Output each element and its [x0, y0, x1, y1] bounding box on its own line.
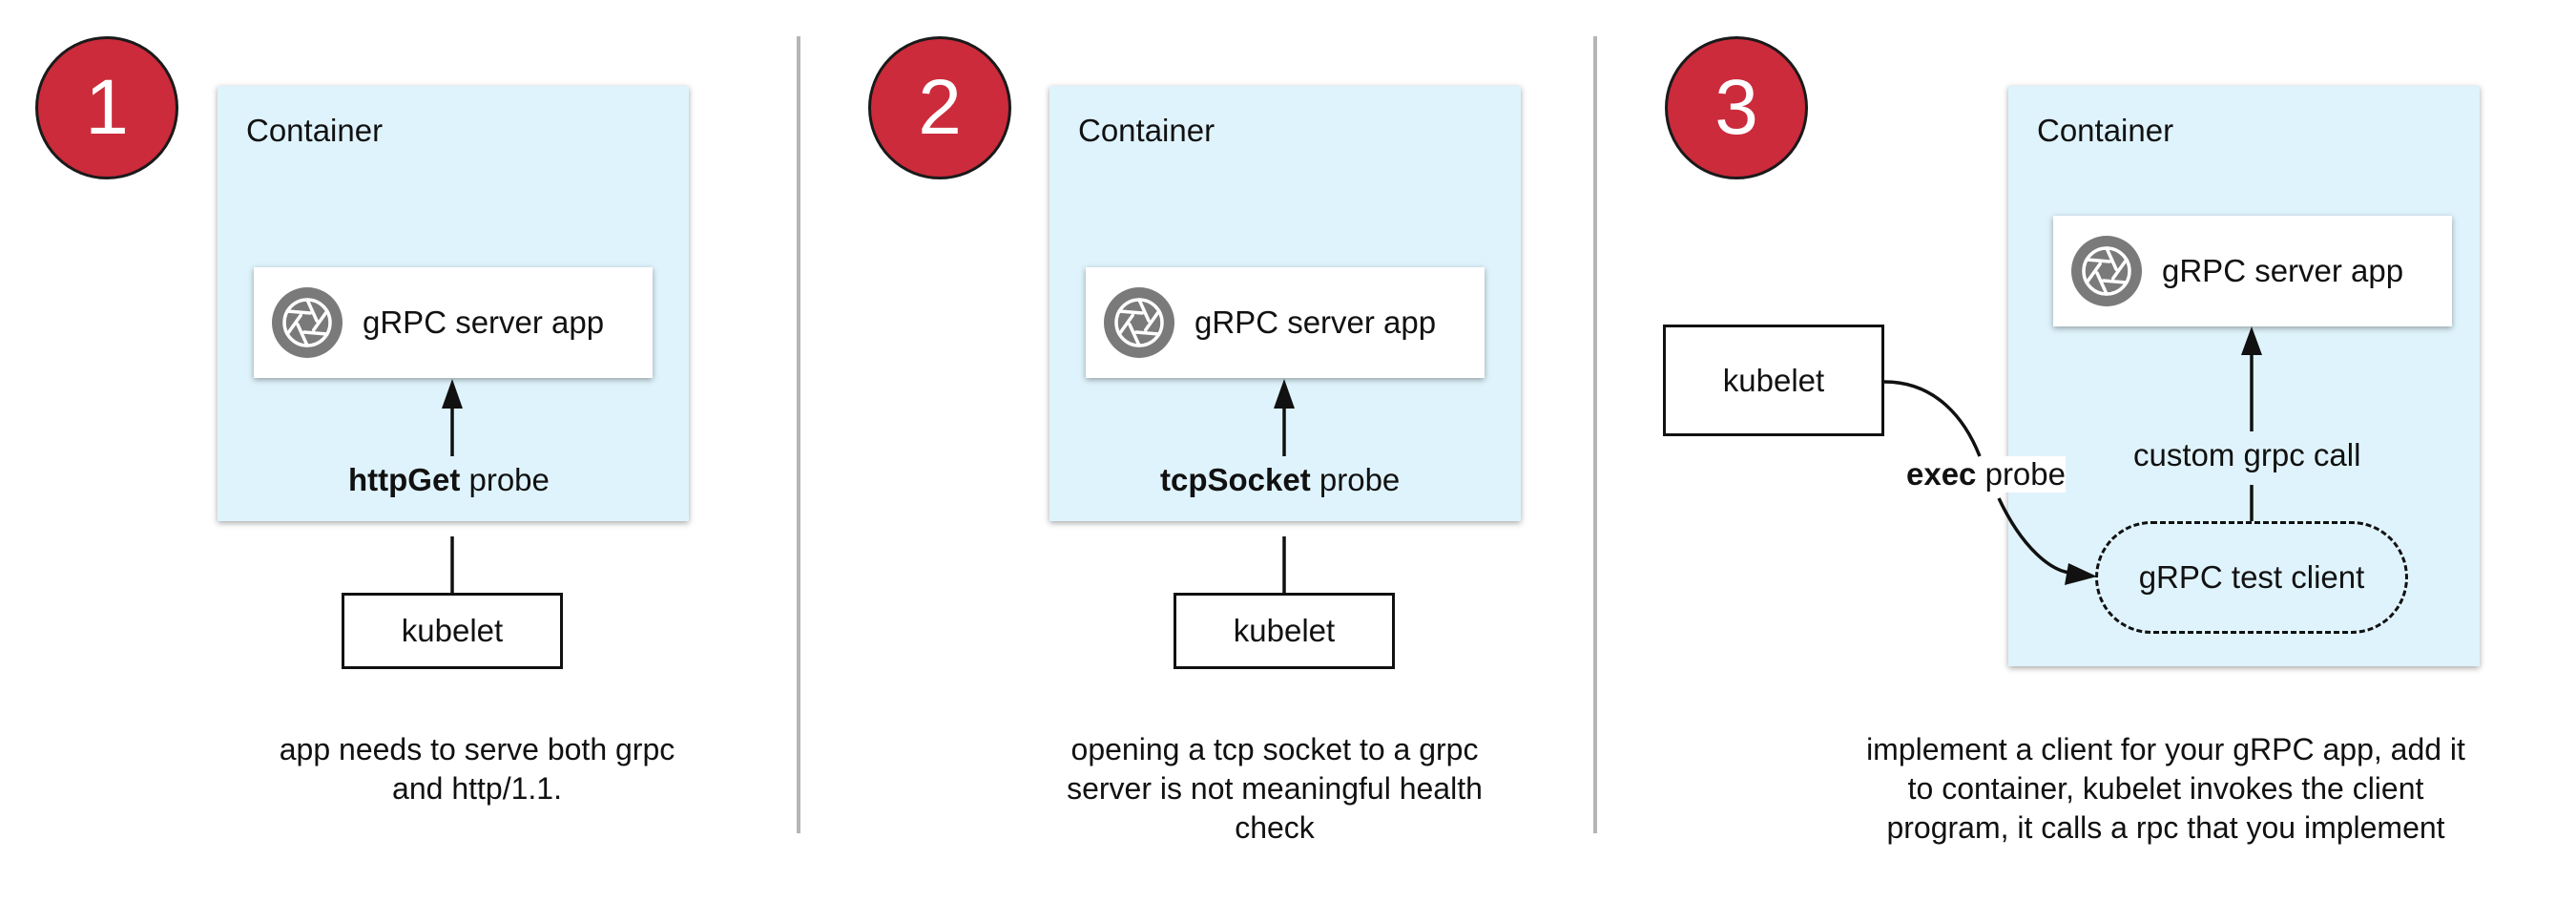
step-badge-3: 3: [1665, 36, 1808, 179]
caption-line: opening a tcp socket to a grpc: [1070, 732, 1479, 766]
caption-line: implement a client for your gRPC app, ad…: [1866, 732, 2465, 766]
container-label: Container: [1078, 113, 1215, 148]
app-label: gRPC server app: [1195, 304, 1437, 340]
probe-label-3: exec probe: [1906, 456, 2066, 493]
grpc-server-app-box: gRPC server app: [1086, 267, 1485, 378]
container-box-2: Container gRPC server app: [1049, 86, 1521, 521]
aperture-icon: [272, 287, 343, 358]
caption-line: check: [1235, 810, 1315, 845]
app-label: gRPC server app: [363, 304, 605, 340]
probe-label-2: tcpSocket probe: [1160, 462, 1400, 498]
caption-line: and http/1.1.: [392, 771, 562, 806]
caption-line: app needs to serve both grpc: [279, 732, 675, 766]
container-label: Container: [2037, 113, 2174, 148]
grpc-server-app-box: gRPC server app: [254, 267, 653, 378]
aperture-icon: [1104, 287, 1174, 358]
caption-line: server is not meaningful health: [1067, 771, 1483, 806]
kubelet-box-3: kubelet: [1663, 325, 1884, 436]
aperture-icon: [2071, 236, 2142, 306]
probe-label-1: httpGet probe: [348, 462, 550, 498]
probe-type: tcpSocket: [1160, 462, 1311, 497]
grpc-server-app-box: gRPC server app: [2053, 216, 2452, 326]
step-badge-2: 2: [868, 36, 1011, 179]
probe-type: exec: [1906, 456, 1977, 492]
kubelet-box-2: kubelet: [1174, 593, 1395, 669]
caption-3: implement a client for your gRPC app, ad…: [1794, 730, 2538, 848]
probe-suffix: probe: [460, 462, 550, 497]
panel-divider-1: [797, 36, 800, 833]
panel-divider-2: [1593, 36, 1597, 833]
caption-2: opening a tcp socket to a grpc server is…: [988, 730, 1561, 848]
probe-suffix: probe: [1976, 456, 2066, 492]
caption-line: to container, kubelet invokes the client: [1907, 771, 2424, 806]
container-label: Container: [246, 113, 384, 148]
kubelet-box-1: kubelet: [342, 593, 563, 669]
step-badge-1: 1: [35, 36, 178, 179]
container-box-1: Container gRPC server app: [218, 86, 689, 521]
probe-type: httpGet: [348, 462, 461, 497]
app-label: gRPC server app: [2162, 253, 2404, 288]
probe-suffix: probe: [1310, 462, 1401, 497]
custom-grpc-call-label: custom grpc call: [2133, 437, 2361, 473]
caption-1: app needs to serve both grpc and http/1.…: [191, 730, 763, 808]
caption-line: program, it calls a rpc that you impleme…: [1886, 810, 2445, 845]
grpc-test-client: gRPC test client: [2095, 521, 2408, 634]
